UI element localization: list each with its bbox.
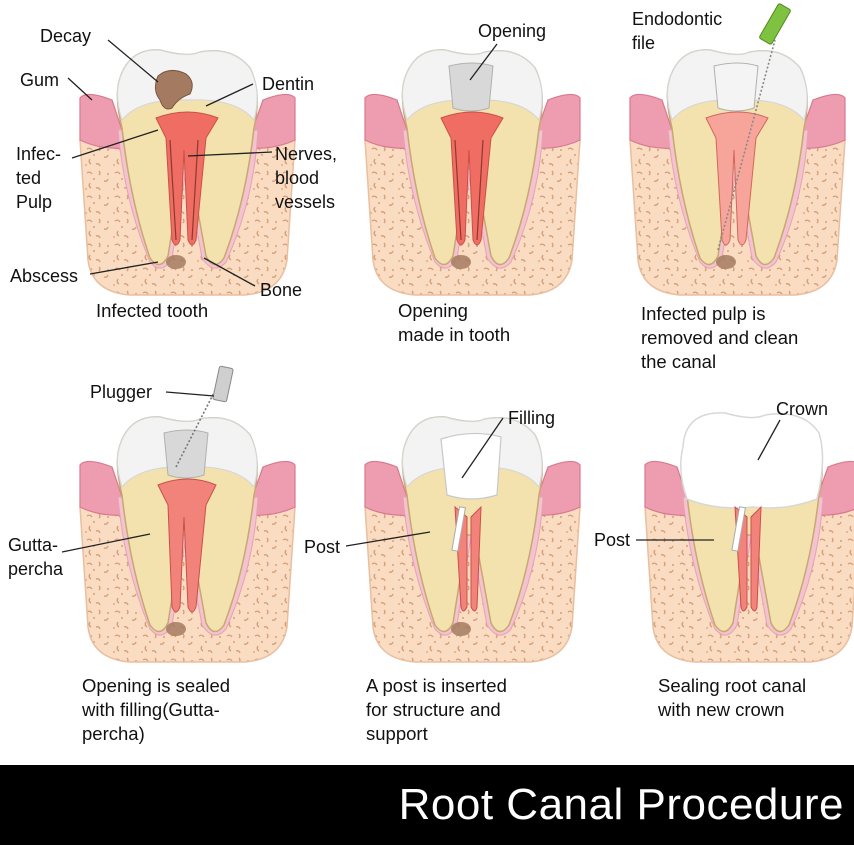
label-dentin: Dentin [262,74,315,94]
label-gutta-percha: Gutta- percha [8,535,64,579]
caption-infected-tooth: Infected tooth [96,300,209,321]
label-gum: Gum [20,70,60,90]
label-nerves-blood-vessels: Nerves, blood vessels [275,144,338,212]
abscess-leader [89,261,159,275]
dentin-leader [205,83,254,107]
caption-crown: Sealing root canal with new crown [658,675,807,720]
panel-post [364,416,581,663]
decay [154,70,193,110]
label-plugger: Plugger [90,382,153,402]
gum-leader [67,77,93,101]
infected-pulp [440,111,504,246]
abscess [716,255,736,269]
filled-canal-right [470,505,482,612]
caption-filling: Opening is sealed with filling(Gutta- pe… [82,675,231,744]
decay-leader [107,39,159,83]
post-leader-1 [345,531,431,547]
plugger-leader [165,391,215,397]
file-shaft [717,39,776,251]
filling [440,432,502,500]
post [451,506,467,552]
label-crown: Crown [776,399,829,419]
label-decay: Decay [40,26,92,46]
abscess [451,255,471,269]
label-opening: Opening [478,21,547,41]
label-post: Post [304,537,341,557]
gutta-percha [157,478,217,613]
infected-pulp [155,111,219,246]
opening [713,62,759,112]
filled-canal-right [750,505,762,612]
nerves [169,139,199,241]
footer-banner: Root Canal Procedure [0,765,854,845]
opening-leader [469,43,498,81]
panel-crown [644,412,854,663]
new-crown [680,412,824,509]
label-bone: Bone [260,280,303,300]
abscess [166,255,186,269]
infected-pulp-leader [71,129,159,159]
gutta-leader [61,533,151,553]
caption-opening: Opening made in tooth [398,300,511,345]
file-handle [759,3,791,45]
page-title: Root Canal Procedure [398,780,844,829]
leader-lines [61,39,781,553]
caption-post: A post is inserted for structure and sup… [366,675,507,744]
panel-opening [364,49,581,296]
label-infected-pulp: Infec- ted Pulp [16,144,62,212]
label-abscess: Abscess [10,266,79,286]
label-filling: Filling [508,408,556,428]
label-post-crown: Post [594,530,631,550]
tooth-illustrations [61,3,854,663]
caption-cleaning: Infected pulp is removed and clean the c… [641,303,799,372]
nerves-leader [187,151,273,157]
crown-leader [757,419,781,461]
plugger-handle [212,365,234,403]
label-endodontic-file: Endodontic file [632,9,723,53]
nerves [454,139,484,241]
panel-filling [79,365,296,663]
abscess [166,622,186,636]
panel-infected-tooth [79,49,296,296]
opening [163,429,209,479]
post [731,506,747,552]
bone-leader [203,257,256,287]
opening [448,62,494,112]
abscess [451,622,471,636]
filling-leader [461,417,504,479]
panel-cleaning [629,3,846,296]
